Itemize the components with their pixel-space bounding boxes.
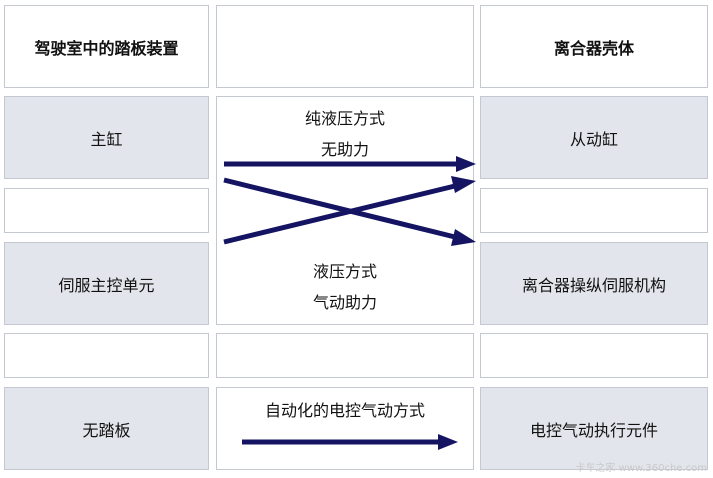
arrowhead-master-to-servo <box>451 229 476 246</box>
middle-auto-panel <box>216 387 474 470</box>
middle-header-empty <box>216 5 474 88</box>
right-electro-pneumatic-actuator: 电控气动执行元件 <box>480 387 708 470</box>
arrowhead-master-to-slave <box>456 156 476 172</box>
right-spacer-1 <box>480 188 708 233</box>
left-spacer-1 <box>4 188 209 233</box>
label-pure-hydraulic: 纯液压方式 <box>304 109 385 128</box>
left-no-pedal: 无踏板 <box>4 387 209 470</box>
left-spacer-2 <box>4 333 209 378</box>
right-clutch-servo: 离合器操纵伺服机构 <box>480 242 708 325</box>
label-pneumatic-assist: 气动助力 <box>312 293 377 312</box>
left-master-cylinder: 主缸 <box>4 96 209 179</box>
left-header: 驾驶室中的踏板装置 <box>4 5 209 88</box>
label-no-assist: 无助力 <box>320 140 369 159</box>
arrowhead-electro-pneumatic <box>438 434 458 450</box>
watermark: 卡车之家 www.360che.com <box>575 463 707 474</box>
right-header: 离合器壳体 <box>480 5 708 88</box>
label-hydraulic: 液压方式 <box>312 262 377 281</box>
label-automated-electro-pneumatic: 自动化的电控气动方式 <box>264 401 425 420</box>
left-servo-control-unit: 伺服主控单元 <box>4 242 209 325</box>
arrow-servo-to-slave <box>223 182 460 245</box>
right-slave-cylinder: 从动缸 <box>480 96 708 179</box>
right-spacer-2 <box>480 333 708 378</box>
arrow-master-to-servo <box>223 177 460 241</box>
arrowhead-servo-to-slave <box>451 176 476 193</box>
middle-spacer <box>216 333 474 378</box>
